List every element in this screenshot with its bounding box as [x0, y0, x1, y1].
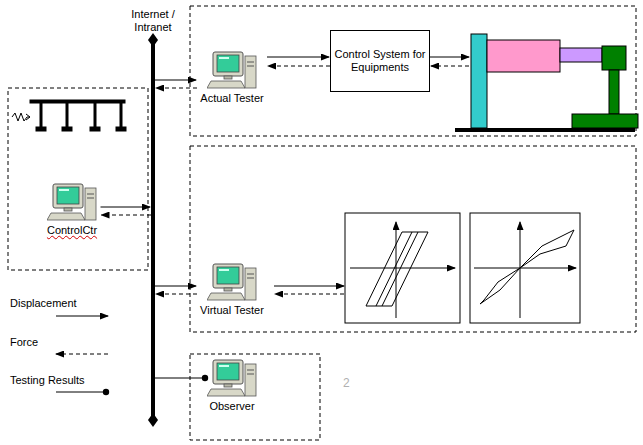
node-label: Control System for Equipments	[334, 48, 426, 74]
force-connector	[268, 66, 330, 67]
illustration-rect	[190, 6, 636, 136]
illustration-rect	[90, 127, 100, 131]
computer-node: Observer	[205, 358, 259, 416]
node-label: Actual Tester	[197, 92, 267, 105]
displacement-connector	[155, 80, 196, 81]
network-backbone: Internet / Intranet	[151, 40, 155, 418]
legend-text: Testing Results	[10, 374, 85, 386]
illustration-line	[396, 222, 397, 318]
illustration-rect	[470, 213, 580, 323]
illustration-rect	[8, 88, 148, 270]
illustration-rect	[66, 103, 68, 128]
computer-node: Actual Tester	[197, 50, 267, 108]
process-box: Control System for Equipments	[330, 30, 430, 92]
page-number: 2	[343, 376, 350, 390]
force-connector	[156, 88, 197, 89]
node-label: Virtual Tester	[197, 304, 267, 317]
illustration-g	[480, 230, 574, 304]
illustration-rect	[487, 40, 560, 72]
illustration-path	[480, 230, 574, 304]
computer-node: Virtual Tester	[197, 262, 267, 320]
illustration-rect	[345, 213, 460, 323]
illustration-rect	[120, 103, 122, 128]
node-label: Observer	[205, 400, 259, 413]
illustration-line	[275, 294, 344, 295]
illustration-rect	[190, 146, 636, 332]
illustration-line	[431, 66, 469, 67]
illustration-rect	[116, 127, 126, 131]
illustration-path	[366, 232, 428, 306]
illustration-g	[366, 232, 428, 306]
illustration-line	[350, 268, 455, 269]
illustration-rect	[602, 46, 626, 70]
illustration-line	[56, 316, 108, 317]
illustration-line	[430, 57, 469, 58]
illustration-line	[56, 354, 108, 355]
illustration-rect	[572, 114, 638, 128]
illustration-line	[520, 222, 521, 318]
legend-text: Force	[10, 336, 38, 348]
illustration-path	[12, 113, 30, 121]
computer-icon	[207, 262, 257, 302]
illustration-path	[26, 114, 30, 120]
illustration-rect	[455, 128, 635, 132]
illustration-path	[376, 232, 412, 306]
illustration-g	[30, 100, 126, 131]
computer-icon	[207, 50, 257, 90]
force-connector	[102, 215, 152, 216]
illustration-rect	[30, 100, 125, 103]
illustration-rect	[40, 103, 42, 128]
displacement-connector	[155, 286, 196, 287]
node-label: ControlCtr	[44, 224, 101, 237]
illustration-g	[8, 6, 636, 440]
illustration-line	[274, 286, 344, 287]
illustration-rect	[36, 127, 46, 131]
illustration-rect	[94, 103, 96, 128]
illustration-rect	[560, 48, 602, 62]
illustration-path	[382, 232, 418, 306]
illustration-line	[474, 268, 576, 269]
legend-text: Displacement	[10, 297, 77, 309]
illustration-rect	[609, 70, 619, 114]
computer-icon	[47, 182, 97, 222]
computer-icon	[207, 358, 257, 398]
computer-node: ControlCtr	[44, 182, 101, 240]
force-connector	[156, 294, 197, 295]
result-connector	[155, 378, 205, 379]
displacement-connector	[101, 207, 151, 208]
illustration-line	[56, 392, 106, 393]
displacement-connector	[267, 57, 329, 58]
illustration-rect	[471, 34, 487, 128]
illustration-rect	[190, 354, 320, 440]
node-label: Internet / Intranet	[125, 8, 181, 34]
illustration-rect	[62, 127, 72, 131]
